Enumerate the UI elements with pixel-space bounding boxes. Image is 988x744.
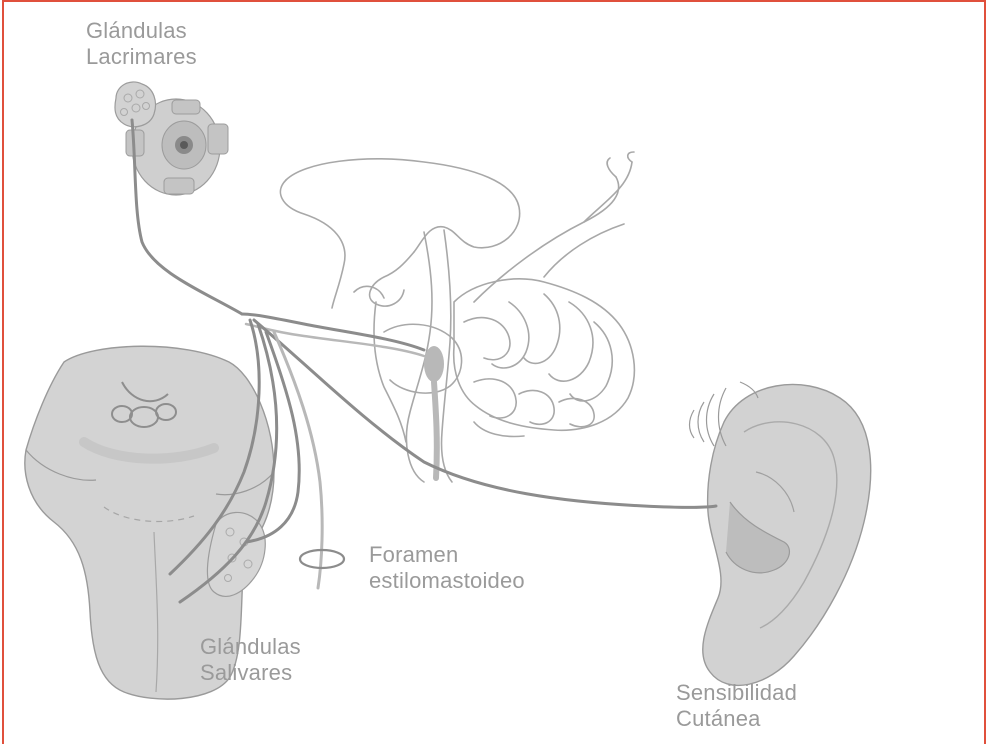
- label-lacrimal-line-2: Lacrimares: [86, 44, 197, 70]
- brainstem-cerebellum: [280, 152, 634, 482]
- label-foramen-line-1: Foramen: [369, 542, 525, 568]
- facial-nerve-diagram: [4, 2, 988, 744]
- label-salivary-glands: Glándulas Salivares: [200, 634, 301, 686]
- label-salivary-line-2: Salivares: [200, 660, 301, 686]
- lacrimal-gland-illustration: [115, 82, 156, 127]
- label-skin-line-2: Cutánea: [676, 706, 797, 732]
- label-stylomastoid-foramen: Foramen estilomastoideo: [369, 542, 525, 594]
- nerve-to-ear: [254, 320, 716, 508]
- geniculate-ganglion: [424, 346, 444, 382]
- label-foramen-line-2: estilomastoideo: [369, 568, 525, 594]
- label-lacrimal-glands: Glándulas Lacrimares: [86, 18, 197, 70]
- ear-illustration: [690, 382, 871, 685]
- label-salivary-line-1: Glándulas: [200, 634, 301, 660]
- label-skin-line-1: Sensibilidad: [676, 680, 797, 706]
- label-lacrimal-line-1: Glándulas: [86, 18, 197, 44]
- label-cutaneous-sensibility: Sensibilidad Cutánea: [676, 680, 797, 732]
